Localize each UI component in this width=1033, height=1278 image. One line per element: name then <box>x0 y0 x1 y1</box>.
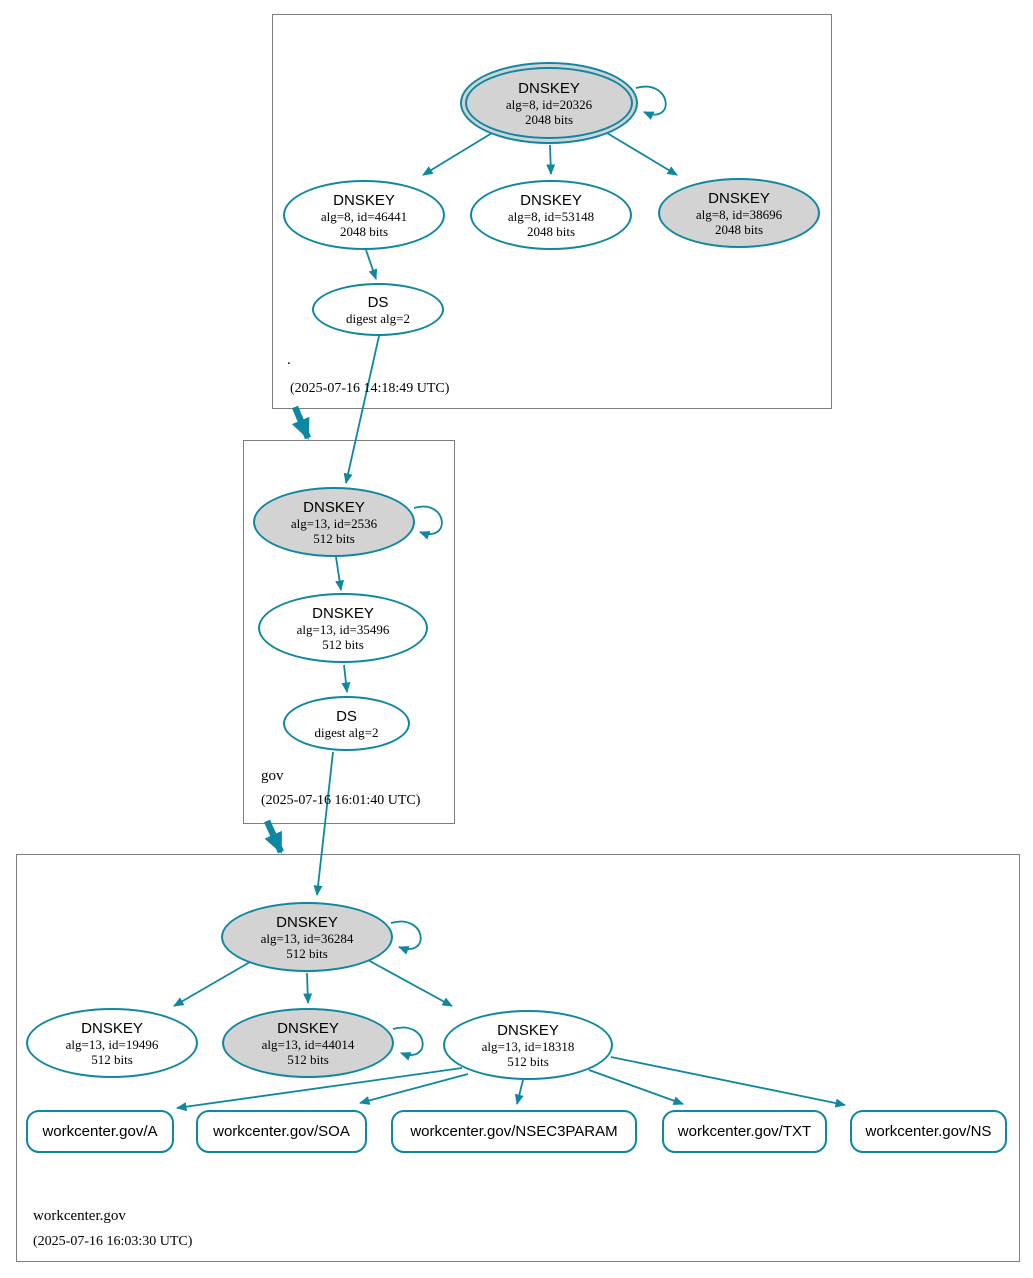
node-detail-bits: 2048 bits <box>714 221 764 237</box>
node-detail-bits: 512 bits <box>322 636 364 652</box>
node-title: DNSKEY <box>333 191 395 209</box>
edge-gov-ds-to-wc-ksk <box>313 751 334 896</box>
dnskey-node-wc-zsk-44014: DNSKEY alg=13, id=44014 512 bits <box>222 1008 394 1078</box>
edge-root-ksk-to-46441 <box>422 132 493 176</box>
node-detail-alg-id: alg=13, id=18318 <box>481 1038 575 1054</box>
rrset-label: workcenter.gov/NSEC3PARAM <box>410 1123 618 1140</box>
node-detail-alg-id: alg=8, id=20326 <box>505 96 593 112</box>
node-title: DNSKEY <box>81 1019 143 1037</box>
edge-18318-to-a <box>176 1067 463 1112</box>
edge-36284-to-18318 <box>365 958 453 1007</box>
zone-timestamp-root: (2025-07-16 14:18:49 UTC) <box>290 381 450 396</box>
edge-18318-to-ns <box>610 1056 846 1108</box>
node-detail-alg-id: alg=13, id=19496 <box>65 1036 159 1052</box>
node-title: DS <box>367 293 389 311</box>
dnskey-node-wc-zsk-18318: DNSKEY alg=13, id=18318 512 bits <box>443 1010 613 1080</box>
edge-root-ksk-to-38696 <box>606 132 678 176</box>
edge-delegation-root-to-gov <box>291 405 311 440</box>
node-detail-alg-id: alg=8, id=38696 <box>695 206 783 222</box>
ds-node-root: DS digest alg=2 <box>312 283 444 336</box>
edge-36284-to-19496 <box>173 961 251 1007</box>
node-detail-bits: 2048 bits <box>524 111 574 127</box>
zone-box-workcenter-gov <box>16 854 1020 1262</box>
zone-timestamp-gov: (2025-07-16 16:01:40 UTC) <box>261 793 421 808</box>
node-detail-digest: digest alg=2 <box>345 310 411 326</box>
node-detail-alg-id: alg=13, id=35496 <box>296 621 390 637</box>
dnskey-node-root-zsk-38696: DNSKEY alg=8, id=38696 2048 bits <box>658 178 820 248</box>
zone-name-root: . <box>287 352 291 368</box>
node-detail-bits: 512 bits <box>286 945 328 961</box>
edge-18318-to-soa <box>359 1073 469 1105</box>
node-title: DNSKEY <box>708 189 770 207</box>
node-title: DNSKEY <box>518 79 580 97</box>
dnskey-node-wc-ksk-36284: DNSKEY alg=13, id=36284 512 bits <box>221 902 393 972</box>
node-title: DS <box>336 707 357 725</box>
rrset-node-workcenter-gov-txt: workcenter.gov/TXT <box>662 1110 827 1153</box>
edge-root-ksk-to-53148 <box>546 144 556 175</box>
dnskey-node-gov-ksk-2536: DNSKEY alg=13, id=2536 512 bits <box>253 487 415 557</box>
node-detail-bits: 2048 bits <box>526 223 576 239</box>
rrset-label: workcenter.gov/TXT <box>677 1123 812 1140</box>
zone-name-gov: gov <box>261 768 284 784</box>
node-title: DNSKEY <box>520 191 582 209</box>
node-title: DNSKEY <box>303 498 365 516</box>
edge-18318-to-txt <box>588 1069 684 1106</box>
node-detail-bits: 512 bits <box>313 530 355 546</box>
rrset-label: workcenter.gov/NS <box>865 1123 992 1140</box>
edge-gov-ksk-selfsign <box>413 505 443 540</box>
edge-35496-to-gov-ds <box>341 664 351 693</box>
dnskey-node-root-zsk-46441: DNSKEY alg=8, id=46441 2048 bits <box>283 180 445 250</box>
node-detail-alg-id: alg=13, id=36284 <box>260 930 354 946</box>
node-title: DNSKEY <box>277 1019 339 1037</box>
zone-timestamp-workcenter-gov: (2025-07-16 16:03:30 UTC) <box>33 1234 193 1249</box>
node-detail-bits: 2048 bits <box>339 223 389 239</box>
edge-wc-ksk-selfsign <box>390 920 422 955</box>
node-title: DNSKEY <box>276 913 338 931</box>
rrset-label: workcenter.gov/SOA <box>213 1123 350 1140</box>
node-detail-alg-id: alg=13, id=2536 <box>290 515 378 531</box>
edge-46441-to-ds <box>365 249 378 280</box>
zone-box-root <box>272 14 832 409</box>
node-detail-alg-id: alg=13, id=44014 <box>261 1036 355 1052</box>
edge-root-ds-to-gov-ksk <box>343 335 380 484</box>
dnskey-node-gov-zsk-35496: DNSKEY alg=13, id=35496 512 bits <box>258 593 428 663</box>
rrset-node-workcenter-gov-nsec3param: workcenter.gov/NSEC3PARAM <box>391 1110 637 1153</box>
edge-gov-ksk-to-35496 <box>335 556 345 591</box>
zone-box-gov <box>243 440 455 824</box>
dnskey-node-root-zsk-53148: DNSKEY alg=8, id=53148 2048 bits <box>470 180 632 250</box>
rrset-label: workcenter.gov/A <box>42 1123 158 1140</box>
edge-delegation-gov-to-workcenter <box>264 819 284 854</box>
rrset-node-workcenter-gov-a: workcenter.gov/A <box>26 1110 174 1153</box>
edge-18318-to-nsec3param <box>514 1079 524 1105</box>
edge-44014-selfsign <box>392 1026 424 1061</box>
edge-36284-to-44014 <box>303 972 313 1004</box>
dnskey-node-root-ksk-20326: DNSKEY alg=8, id=20326 2048 bits <box>460 62 638 144</box>
node-title: DNSKEY <box>312 604 374 622</box>
node-detail-bits: 512 bits <box>507 1053 549 1069</box>
node-title: DNSKEY <box>497 1021 559 1039</box>
ds-node-gov: DS digest alg=2 <box>283 696 410 751</box>
rrset-node-workcenter-gov-soa: workcenter.gov/SOA <box>196 1110 367 1153</box>
zone-name-workcenter-gov: workcenter.gov <box>33 1208 126 1224</box>
node-detail-bits: 512 bits <box>91 1051 133 1067</box>
edge-root-ksk-selfsign <box>635 85 667 120</box>
node-detail-alg-id: alg=8, id=46441 <box>320 208 408 224</box>
rrset-node-workcenter-gov-ns: workcenter.gov/NS <box>850 1110 1007 1153</box>
dnskey-node-wc-zsk-19496: DNSKEY alg=13, id=19496 512 bits <box>26 1008 198 1078</box>
node-detail-digest: digest alg=2 <box>314 724 379 740</box>
node-detail-alg-id: alg=8, id=53148 <box>507 208 595 224</box>
node-detail-bits: 512 bits <box>287 1051 329 1067</box>
